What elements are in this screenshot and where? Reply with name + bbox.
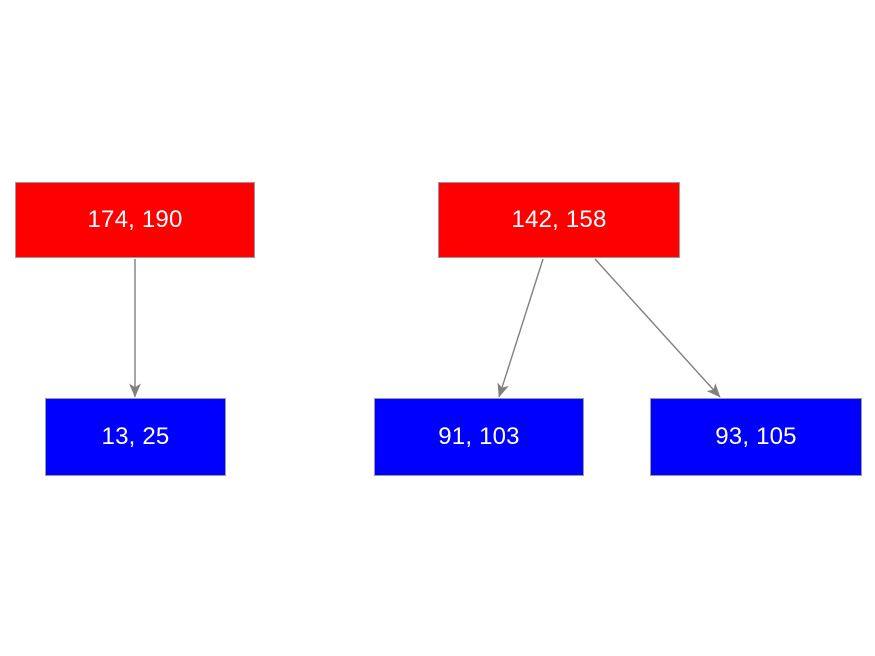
node-label: 93, 105 bbox=[715, 423, 797, 450]
edge-arrow bbox=[594, 258, 721, 398]
node-label: 142, 158 bbox=[511, 206, 607, 233]
node-label: 91, 103 bbox=[438, 423, 520, 450]
node-label: 174, 190 bbox=[87, 206, 183, 233]
node-root-1[interactable]: 174, 190 bbox=[15, 182, 255, 258]
edge-arrow bbox=[497, 258, 544, 398]
edges-group bbox=[129, 258, 721, 398]
node-label: 13, 25 bbox=[101, 423, 170, 450]
node-leaf-1[interactable]: 13, 25 bbox=[45, 398, 226, 476]
node-leaf-2[interactable]: 91, 103 bbox=[374, 398, 584, 476]
node-leaf-3[interactable]: 93, 105 bbox=[650, 398, 862, 476]
node-root-2[interactable]: 142, 158 bbox=[438, 182, 680, 258]
